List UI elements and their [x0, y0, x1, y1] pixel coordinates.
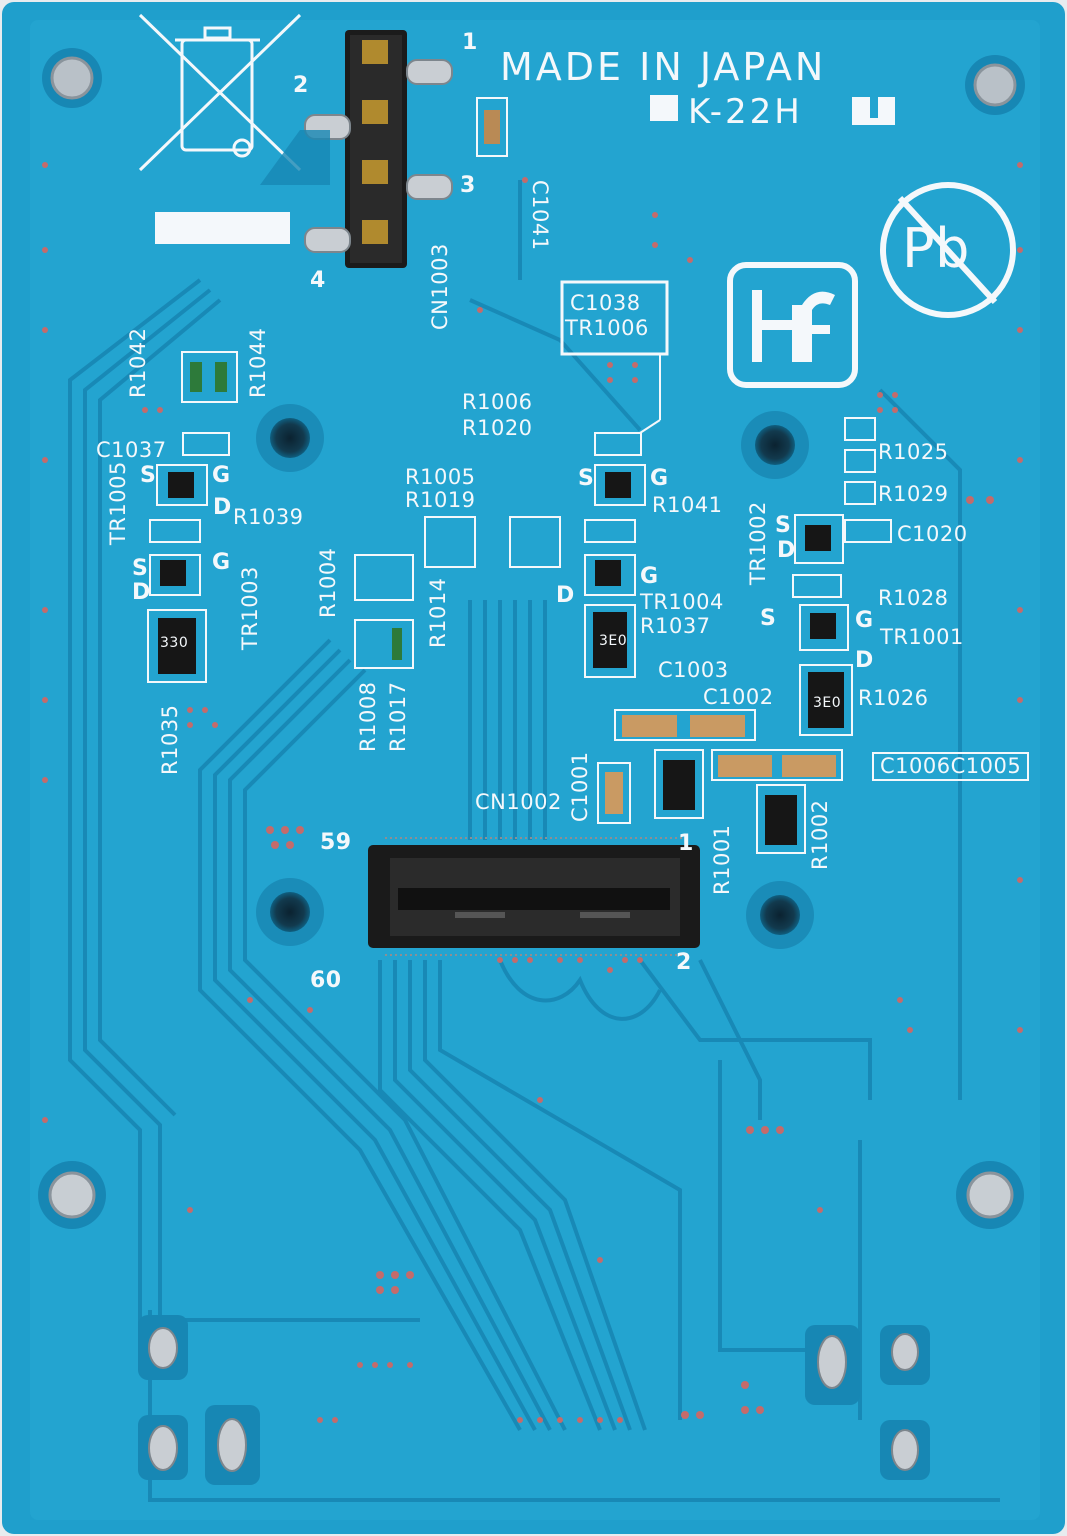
tr1005-d: D [213, 495, 232, 520]
r1001-ref: R1001 [710, 824, 734, 895]
r1028-ref: R1028 [878, 586, 949, 610]
r1019-ref: R1019 [405, 488, 476, 512]
c1037-ref: C1037 [96, 438, 167, 462]
c1001-ref: C1001 [568, 751, 592, 822]
r1017-ref: R1017 [386, 681, 410, 752]
r1035-ref: R1035 [158, 704, 182, 775]
model-text: K-22H [688, 92, 803, 132]
cn1002-pin-60: 60 [310, 968, 342, 993]
cn1002-ref: CN1002 [475, 790, 562, 814]
cn1003-pin-2: 2 [293, 73, 309, 98]
r1014-ref: R1014 [426, 577, 450, 648]
r1042-ref: R1042 [126, 327, 150, 398]
cn1003-pin-1: 1 [462, 30, 478, 55]
tr1001-s: S [760, 606, 777, 631]
tr1003-d: D [132, 580, 151, 605]
c1003-ref: C1003 [658, 658, 729, 682]
r1026-value: 3E0 [813, 695, 842, 711]
tr1004-s: S [578, 466, 595, 491]
label-blank [155, 212, 290, 244]
tr1002-ref: TR1002 [746, 501, 770, 585]
tr1005-g: G [212, 463, 231, 488]
tr1002-s: S [775, 513, 792, 538]
mounting-holes [38, 48, 1025, 1229]
r1039-ref: R1039 [233, 505, 304, 529]
solder-pads [138, 1315, 930, 1485]
r1002-ref: R1002 [808, 799, 832, 870]
tr1004-d: D [556, 583, 575, 608]
vias [42, 162, 1023, 1423]
cn1002-pin-59: 59 [320, 830, 352, 855]
r1025-ref: R1025 [878, 440, 949, 464]
cn1002-pin-1: 1 [678, 831, 694, 856]
c1002-ref: C1002 [703, 685, 774, 709]
cn1003-pin-4: 4 [310, 268, 326, 293]
cn1003-ref: CN1003 [428, 243, 452, 330]
r1029-ref: R1029 [878, 482, 949, 506]
made-in-text: MADE IN JAPAN [500, 45, 827, 89]
maker-mark-icon [650, 95, 895, 125]
lead-free-icon [880, 182, 1016, 318]
smd-components [147, 97, 892, 854]
tr1005-s: S [140, 463, 157, 488]
tr1005-ref: TR1005 [106, 461, 130, 545]
r1004-ref: R1004 [316, 547, 340, 618]
r1006-ref: R1006 [462, 390, 533, 414]
tr1003-ref: TR1003 [238, 566, 262, 650]
tr1004-g-top: G [650, 466, 669, 491]
halogen-free-logo [727, 262, 858, 388]
weee-bin-icon [138, 13, 302, 172]
r1037-ref: R1037 [640, 614, 711, 638]
cn1002-pin-2: 2 [676, 950, 692, 975]
tr1001-g: G [855, 608, 874, 633]
lead-free-text: Pb [902, 217, 970, 280]
r1044-ref: R1044 [246, 327, 270, 398]
r1037-value: 3E0 [599, 633, 628, 649]
r1005-ref: R1005 [405, 465, 476, 489]
r1008-ref: R1008 [356, 681, 380, 752]
c1038-ref: C1038 [570, 291, 641, 315]
tr1001-ref: TR1001 [880, 625, 964, 649]
tr1006-ref: TR1006 [565, 316, 649, 340]
tr1001-d: D [855, 648, 874, 673]
r1020-ref: R1020 [462, 416, 533, 440]
tr1004-g: G [640, 564, 659, 589]
r1026-ref: R1026 [858, 686, 929, 710]
cn1002-connector [368, 837, 700, 956]
tr1003-g: G [212, 550, 231, 575]
tr1002-d: D [777, 538, 796, 563]
cn1003-connector [304, 30, 453, 268]
traces [68, 180, 1000, 1502]
r1041-ref: R1041 [652, 493, 723, 517]
plated-holes [256, 404, 814, 949]
tr1003-s: S [132, 556, 149, 581]
cn1003-pin-3: 3 [460, 173, 476, 198]
tr1004-ref: TR1004 [640, 590, 724, 614]
c1020-ref: C1020 [897, 522, 968, 546]
r1035-value: 330 [160, 635, 189, 651]
c1041-ref: C1041 [528, 180, 552, 251]
c1006-c1005-ref: C1006C1005 [872, 752, 1030, 781]
